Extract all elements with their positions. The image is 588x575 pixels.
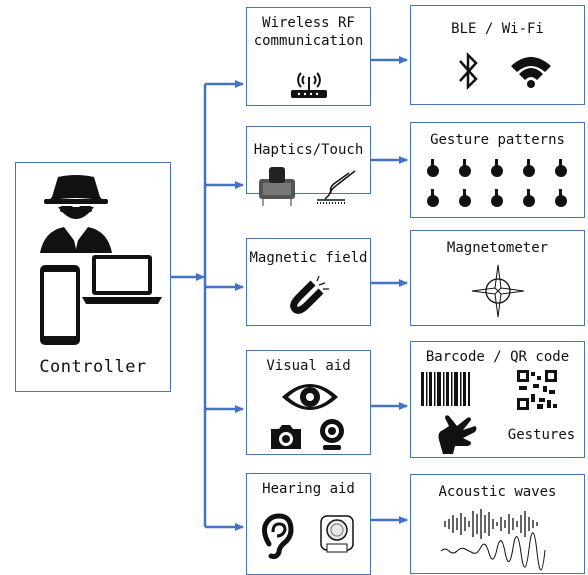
barcode-qr-label: Barcode / QR code	[425, 349, 570, 365]
ble-wifi-label: BLE / Wi-Fi	[451, 21, 544, 37]
haptics-box: Haptics/Touch	[246, 126, 371, 206]
laptop-icon	[82, 255, 162, 304]
magnetometer-box: Magnetometer	[410, 230, 585, 326]
wireless-rf-label: Wireless RF communication	[253, 15, 364, 49]
ear-icon	[262, 513, 294, 559]
magnetic-label: Magnetic field	[249, 250, 368, 266]
gestures-label: Gestures	[507, 427, 576, 443]
visual-aid-label: Visual aid	[266, 358, 351, 374]
haptics-label: Haptics/Touch	[253, 142, 364, 158]
ble-wifi-box: BLE / Wi-Fi	[410, 5, 585, 105]
controller-box: Controller	[15, 162, 171, 392]
wifi-router-icon	[291, 72, 327, 98]
eye-icon	[282, 384, 338, 410]
acoustic-waves-label: Acoustic waves	[438, 484, 557, 500]
gesture-patterns-label: Gesture patterns	[430, 132, 565, 148]
gesture-patterns-box: Gesture patterns	[410, 122, 585, 218]
compass-icon	[471, 264, 525, 318]
acoustic-waves-box: Acoustic waves	[410, 474, 585, 574]
gesture-hand-icons	[427, 159, 567, 207]
sign-language-hand-icon	[438, 415, 477, 454]
camera-icon	[271, 425, 301, 449]
spy-agent-icon	[40, 175, 112, 253]
magnetic-box: Magnetic field	[246, 238, 371, 326]
waveform-icon	[440, 509, 546, 571]
webcam-icon	[320, 419, 344, 450]
push-button-icon	[259, 167, 295, 206]
microphone-sensor-icon	[320, 515, 354, 553]
qr-code-icon	[517, 370, 557, 410]
magnet-icon	[290, 275, 329, 314]
hearing-aid-label: Hearing aid	[262, 481, 355, 497]
barcode-icon	[421, 372, 470, 406]
touch-finger-icon	[317, 170, 356, 204]
bluetooth-icon	[459, 51, 478, 91]
wifi-icon	[511, 57, 551, 88]
wireless-rf-box: Wireless RF communication	[246, 7, 371, 106]
controller-label: Controller	[39, 357, 147, 377]
magnetometer-label: Magnetometer	[446, 240, 549, 256]
barcode-qr-box: Barcode / QR code Gestures	[410, 341, 585, 458]
smartphone-icon	[40, 265, 80, 345]
visual-aid-box: Visual aid	[246, 350, 371, 455]
hearing-aid-box: Hearing aid	[246, 473, 371, 575]
